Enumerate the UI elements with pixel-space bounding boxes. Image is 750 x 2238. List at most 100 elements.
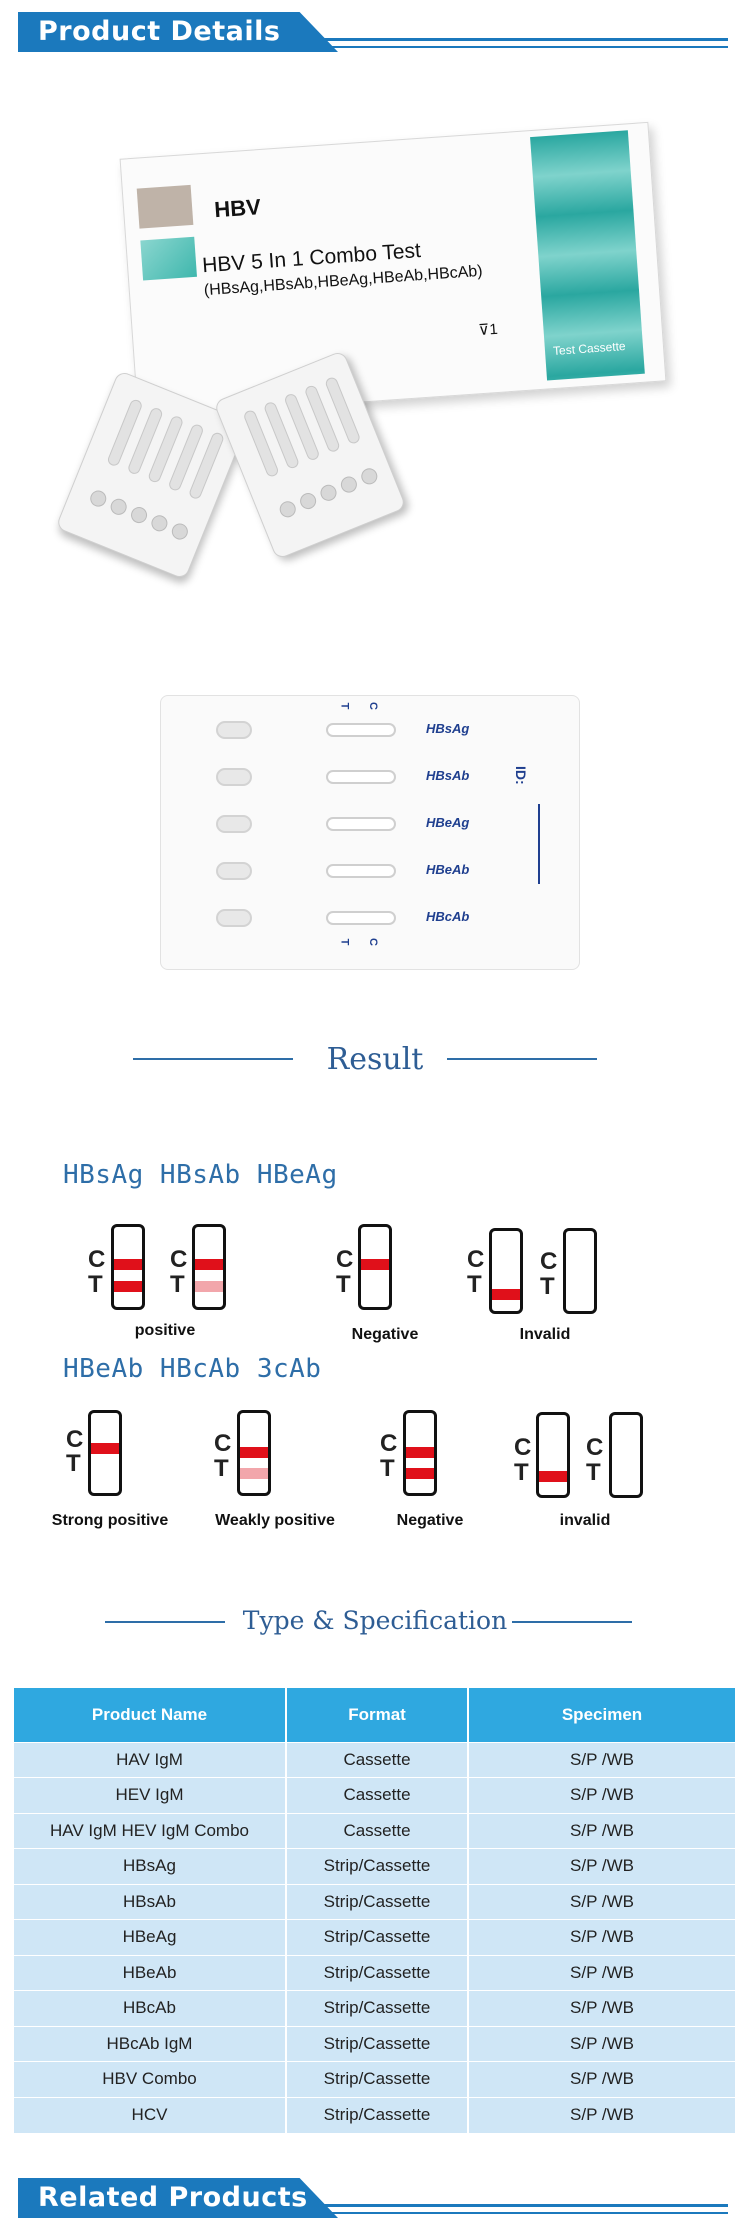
banner-title: Related Products [38,2182,308,2213]
c-letter: C [88,1246,106,1273]
control-band [361,1259,389,1270]
id-field: ID: [513,766,555,886]
analyte-label: HBsAb [426,768,470,783]
sample-well [216,909,252,927]
id-line [538,804,540,884]
result-window [326,770,396,784]
cell-specimen: S/P /WB [468,2025,735,2062]
table-row: HAV IgM HEV IgM Combo Cassette S/P /WB [14,1812,735,1849]
heading-line [512,1621,632,1623]
bottom-c-label: C [366,938,379,946]
test-card [111,1224,145,1310]
bottom-t-label: T [338,938,351,946]
t-letter: T [336,1271,351,1298]
test-band-weak [195,1281,223,1292]
cell-specimen: S/P /WB [468,2061,735,2097]
banner-rule [318,2204,728,2207]
banner-rule [318,38,728,41]
table-row: HCV Strip/Cassette S/P /WB [14,2096,735,2133]
cell-format: Strip/Cassette [286,1990,469,2026]
table-row: HBeAb Strip/Cassette S/P /WB [14,1954,735,1991]
box-symbol: ⊽1 [477,320,499,340]
box-brand: HBV [213,194,262,223]
header-format: Format [286,1688,469,1742]
header-specimen: Specimen [468,1688,735,1742]
control-band [240,1447,268,1458]
test-card-blank [563,1228,597,1314]
test-band [539,1471,567,1482]
t-letter: T [66,1450,81,1477]
cell-product: HBcAb IgM [14,2025,287,2062]
banner-title: Product Details [38,16,281,47]
cell-format: Strip/Cassette [286,2096,469,2133]
cassette-diagram: T C HBsAg HBsAb HBeAg HBeAb HBcAb T C ID… [160,695,580,970]
c-letter: C [380,1430,398,1457]
c-letter: C [514,1434,532,1461]
analyte-label: HBsAg [426,721,470,736]
box-side-panel: Test Cassette [530,130,645,381]
caption-positive: positive [134,1322,196,1339]
cell-format: Strip/Cassette [286,1954,469,1991]
result-heading: Result [0,1040,750,1080]
cell-specimen: S/P /WB [468,1990,735,2026]
table-row: HBcAb Strip/Cassette S/P /WB [14,1990,735,2026]
cell-format: Cassette [286,1812,469,1849]
cell-format: Strip/Cassette [286,1848,469,1884]
result-window [326,723,396,737]
t-letter: T [514,1459,529,1486]
cell-product: HBeAb [14,1954,287,1991]
table-row: HBcAb IgM Strip/Cassette S/P /WB [14,2025,735,2062]
control-band [406,1447,434,1458]
cell-specimen: S/P /WB [468,1848,735,1884]
sample-well [216,862,252,880]
heading-line [447,1058,597,1060]
c-letter: C [214,1430,232,1457]
top-c-label: C [366,702,379,710]
heading-line [105,1621,225,1623]
box-color-square [136,184,194,229]
test-band [91,1443,119,1454]
test-band-weak [240,1468,268,1479]
cell-product: HBsAb [14,1883,287,1920]
c-letter: C [66,1426,84,1453]
related-products-banner[interactable]: Related Products [18,2172,728,2222]
test-card [358,1224,392,1310]
result-group1-heading: HBsAg HBsAb HBeAg [63,1160,338,1190]
t-letter: T [214,1455,229,1482]
cell-product: HAV IgM [14,1741,287,1778]
t-letter: T [467,1271,482,1298]
box-side-label: Test Cassette [552,338,627,359]
box-color-square [140,236,197,281]
test-band [406,1468,434,1479]
sample-well [216,721,252,739]
banner-tab: Product Details [18,12,338,52]
spec-title: Type & Specification [242,1606,508,1635]
t-letter: T [380,1455,395,1482]
cell-product: HBV Combo [14,2061,287,2097]
table-row: HBsAg Strip/Cassette S/P /WB [14,1848,735,1884]
table-row: HEV IgM Cassette S/P /WB [14,1777,735,1813]
cell-product: HBcAb [14,1990,287,2026]
caption-negative-2: Negative [396,1512,464,1529]
banner-rule [318,46,728,48]
test-card [403,1410,437,1496]
caption-invalid-2: invalid [559,1512,611,1529]
caption-strong-positive: Strong positive [51,1512,169,1529]
cell-specimen: S/P /WB [468,2096,735,2133]
control-band [114,1259,142,1270]
cell-format: Strip/Cassette [286,1919,469,1955]
result-window [326,911,396,925]
test-card [536,1412,570,1498]
t-letter: T [586,1459,601,1486]
spec-heading: Type & Specification [0,1604,750,1640]
table-row: HBeAg Strip/Cassette S/P /WB [14,1919,735,1955]
analyte-label: HBcAb [426,909,470,924]
c-letter: C [540,1248,558,1275]
table-row: HBV Combo Strip/Cassette S/P /WB [14,2061,735,2097]
t-letter: T [540,1273,555,1300]
cell-product: HBeAg [14,1919,287,1955]
test-card [489,1228,523,1314]
analyte-label: HBeAg [426,815,470,830]
cell-specimen: S/P /WB [468,1883,735,1920]
result-group2-heading: HBeAb HBcAb 3cAb [63,1354,322,1384]
